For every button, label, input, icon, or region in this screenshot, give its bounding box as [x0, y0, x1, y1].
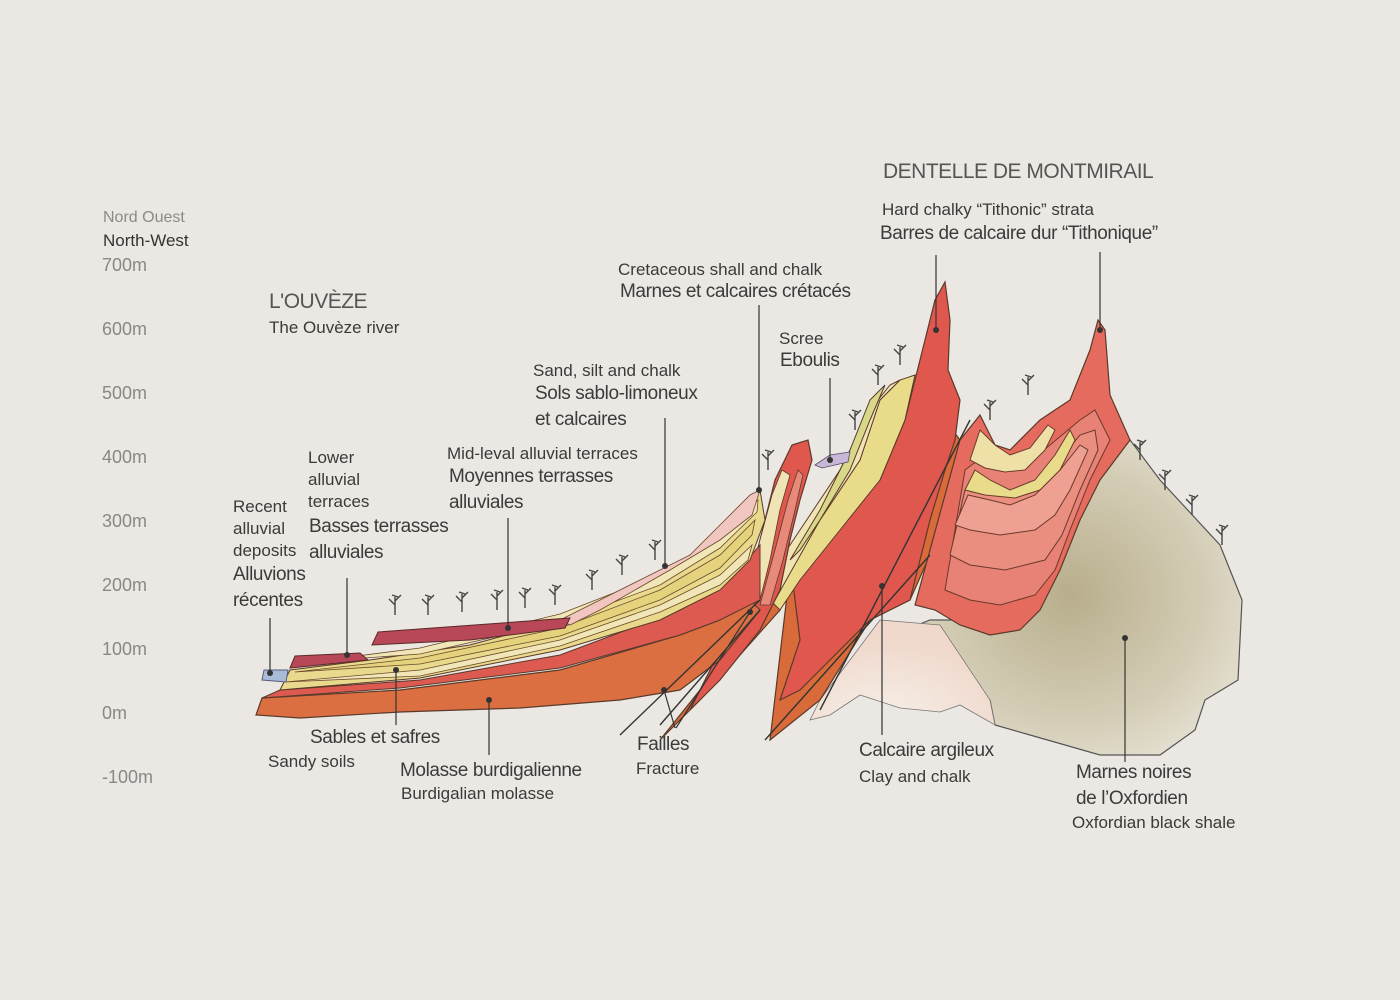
- leader-dots: [267, 327, 1128, 703]
- sandy-soils-label-fr: Sables et safres: [310, 727, 440, 748]
- altitude-label: 100m: [102, 639, 148, 659]
- scree-label-fr: Eboulis: [780, 350, 840, 371]
- syncline-band-3: [954, 444, 1089, 536]
- altitude-label: 300m: [102, 511, 148, 531]
- altitude-label: 400m: [102, 447, 148, 467]
- mid-terrace: [371, 617, 571, 646]
- sand-stripe-2: [294, 518, 756, 673]
- leader-lines: [269, 252, 1126, 762]
- black-shale-label-fr: Marnes noires de l’Oxfordien: [1076, 762, 1192, 809]
- altitude-label: -100m: [102, 767, 154, 787]
- ouveze-subtitle: The Ouvèze river: [269, 318, 400, 337]
- black-shale-label-en: Oxfordian black shale: [1072, 813, 1236, 832]
- altitude-label: 0m: [102, 703, 128, 723]
- altitude-label: 200m: [102, 575, 148, 595]
- recent-deposits-label-en: Recent alluvial deposits: [233, 497, 297, 560]
- mid-terrace-label-en: Mid-leval alluvial terraces: [447, 444, 638, 463]
- vine-icons: [388, 344, 1229, 615]
- syncline-band-4: [964, 428, 1076, 499]
- fold-green-yellow: [789, 384, 886, 561]
- direction-en: North-West: [103, 231, 189, 250]
- molasse-label-fr: Molasse burdigalienne: [400, 760, 582, 781]
- clay-chalk-label-en: Clay and chalk: [859, 767, 971, 786]
- red-band: [261, 543, 761, 699]
- sand-label-fr: Sols sablo-limoneux et calcaires: [535, 383, 698, 430]
- syncline-band-5: [969, 424, 1056, 473]
- ouveze-title: L'OUVÈZE: [269, 290, 368, 313]
- summit-title: DENTELLE DE MONTMIRAIL: [883, 160, 1154, 183]
- altitude-label: 500m: [102, 383, 148, 403]
- molasse-label-en: Burdigalian molasse: [401, 784, 555, 803]
- altitude-label: 700m: [102, 255, 148, 275]
- clay-zone: [809, 619, 996, 726]
- recent-deposits: [261, 669, 289, 683]
- direction-fr: Nord Ouest: [103, 209, 185, 226]
- tithonic-label-en: Hard chalky “Tithonic” strata: [882, 200, 1094, 219]
- altitude-label: 600m: [102, 319, 148, 339]
- mid-terrace-label-fr: Moyennes terrasses alluviales: [449, 466, 613, 513]
- sandy-soils-label-en: Sandy soils: [268, 752, 355, 771]
- recent-deposits-label-fr: Alluvions récentes: [233, 564, 306, 611]
- lower-terrace-label-fr: Basses terrasses alluviales: [309, 516, 449, 563]
- cretaceous-label-fr: Marnes et calcaires crétacés: [620, 281, 851, 302]
- faults-label-en: Fracture: [636, 759, 700, 778]
- sand-silt-chalk-cap: [559, 489, 761, 626]
- scree-label-en: Scree: [779, 329, 824, 348]
- thrust-stripe-2: [759, 469, 804, 606]
- lower-terrace-label-en: Lower alluvial terraces: [308, 448, 370, 511]
- tithonic-label-fr: Barres de calcaire dur “Tithonique”: [880, 223, 1158, 244]
- fault-lines: [619, 419, 971, 741]
- faults-label-fr: Failles: [637, 734, 690, 755]
- cretaceous-label-en: Cretaceous shall and chalk: [618, 260, 823, 279]
- thrust-sheet: [689, 439, 813, 711]
- sand-label-en: Sand, silt and chalk: [533, 361, 681, 380]
- sand-stripe-1: [284, 543, 753, 683]
- clay-chalk-label-fr: Calcaire argileux: [859, 740, 994, 761]
